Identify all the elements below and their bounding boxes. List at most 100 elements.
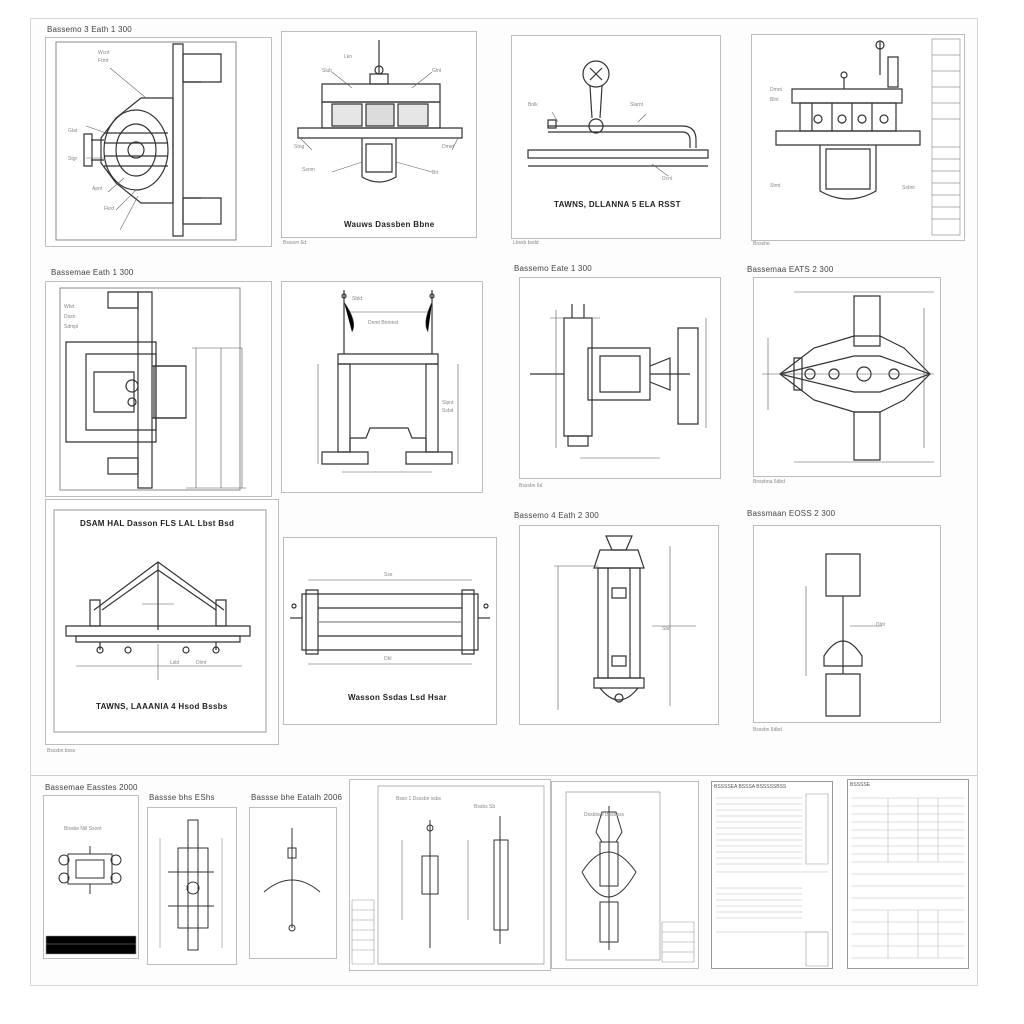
panel-8-heading: Bassemaa EATS 2 300 bbox=[747, 265, 834, 274]
strip-2-frame bbox=[147, 807, 237, 965]
panel-12-scale-note: Bsssbn 6dbd bbox=[753, 727, 782, 733]
strip-7-table: BSSSSE bbox=[847, 779, 969, 969]
callout: Slpnt bbox=[442, 400, 454, 406]
callout: Lsbl bbox=[170, 660, 180, 666]
callout: Dlmt bbox=[196, 660, 207, 666]
panel-3-scale-note: Lbssb bsdd bbox=[513, 240, 539, 246]
callout: Fkrd bbox=[104, 206, 114, 212]
callout: Blnt bbox=[770, 97, 779, 103]
panel-9-frame: DSAM HAL Dasson FLS LAL Lbst Bsd Lsbl Dl… bbox=[45, 499, 279, 745]
callout: Bissbe Nill Ssont bbox=[64, 826, 102, 832]
callout: Bnlk bbox=[528, 102, 538, 108]
callout: Stmt bbox=[770, 183, 781, 189]
panel-1-drawing bbox=[46, 38, 271, 246]
strip-3-frame bbox=[249, 807, 337, 959]
strip-2-heading: Bassse bhs EShs bbox=[149, 793, 215, 802]
strip-4-drawing bbox=[350, 780, 550, 970]
callout: Ssnm bbox=[302, 167, 315, 173]
panel-10-frame: Sss Dbl Wasson Ssdas Lsd Hsar bbox=[283, 537, 497, 725]
strip-3-drawing bbox=[250, 808, 336, 958]
panel-2-caption: Wauws Dassben Bbne bbox=[344, 220, 435, 229]
callout: Sbld bbox=[352, 296, 363, 302]
panel-3-caption: TAWNS, DLLANNA 5 ELA RSST bbox=[554, 200, 681, 209]
callout: Glat bbox=[68, 128, 78, 134]
strip-divider bbox=[31, 775, 977, 776]
callout: Dbl bbox=[384, 656, 392, 662]
strip-6-grid bbox=[712, 792, 832, 972]
callout: Stgr bbox=[68, 156, 78, 162]
callout: Sbr bbox=[662, 626, 670, 632]
callout: Dmnt bbox=[770, 87, 782, 93]
panel-9-drawing bbox=[46, 500, 278, 744]
panel-6-frame: Sbld Dnmt Bnmnst Slpnt Ssbd bbox=[281, 281, 483, 493]
panel-4-frame: Dmnt Blnt Stmt Ssbnt bbox=[751, 34, 965, 241]
panel-7-heading: Bassemo Eate 1 300 bbox=[514, 264, 592, 273]
callout: Dcnt bbox=[662, 176, 673, 182]
drawing-sheet: Bassemo 3 Eath 1 300 bbox=[30, 18, 978, 986]
panel-5-heading: Bassemae Eath 1 300 bbox=[51, 268, 134, 277]
panel-11-drawing bbox=[520, 526, 718, 724]
callout: Frmt bbox=[98, 58, 109, 64]
callout: Ssbd bbox=[442, 408, 454, 414]
strip-1-heading: Bassemae Easstes 2000 bbox=[45, 783, 138, 792]
panel-7-scale-note: Bsssbn 6d bbox=[519, 483, 543, 489]
panel-7-drawing bbox=[520, 278, 720, 478]
panel-2-drawing bbox=[282, 32, 476, 237]
callout: Brt bbox=[432, 170, 439, 176]
callout: Dnmt Bnmnst bbox=[368, 320, 399, 326]
callout: Dssn bbox=[64, 314, 76, 320]
strip-5-drawing bbox=[552, 782, 698, 968]
strip-4-frame: Bsso 1 Dsssbe ssbs Bssbs Sb bbox=[349, 779, 551, 971]
panel-12-heading: Bassmaan EOSS 2 300 bbox=[747, 509, 836, 518]
panel-1-heading: Bassemo 3 Eath 1 300 bbox=[47, 25, 132, 34]
callout: Sdmpl bbox=[64, 324, 79, 330]
panel-6-drawing bbox=[282, 282, 482, 492]
panel-5-drawing bbox=[46, 282, 271, 496]
strip-6-heading: BSSSSEA BSSSA BSSSSSBSS bbox=[714, 784, 787, 790]
panel-2-scale-note: Bsssvn 6d bbox=[283, 240, 307, 246]
panel-10-drawing bbox=[284, 538, 496, 724]
panel-8-scale-note: Bnssbna 6dbd bbox=[753, 479, 785, 485]
panel-8-frame bbox=[753, 277, 941, 477]
callout: Apnt bbox=[92, 186, 103, 192]
callout: Bsso 1 Dsssbe ssbs bbox=[396, 796, 442, 802]
panel-7-frame bbox=[519, 277, 721, 479]
callout: Dmet bbox=[442, 144, 454, 150]
callout: Bssbs Sb bbox=[474, 804, 496, 810]
strip-1-drawing bbox=[44, 796, 138, 958]
callout: Wbrt bbox=[64, 304, 75, 310]
callout: Stng bbox=[294, 144, 305, 150]
strip-3-heading: Bassse bhe Eatalh 2006 bbox=[251, 793, 343, 802]
callout: Glnt bbox=[432, 68, 442, 74]
callout: Ssbnt bbox=[902, 185, 915, 191]
callout: Sss bbox=[384, 572, 393, 578]
panel-11-frame: Sbr bbox=[519, 525, 719, 725]
callout: Dlnt bbox=[876, 622, 885, 628]
callout: Wcnt bbox=[98, 50, 110, 56]
strip-7-heading: BSSSSE bbox=[850, 782, 871, 788]
strip-6-table: BSSSSEA BSSSA BSSSSSBSS bbox=[711, 781, 833, 969]
panel-9-title: DSAM HAL Dasson FLS LAL Lbst Bsd bbox=[80, 519, 235, 528]
callout: Dssbbee Bssboss bbox=[584, 812, 625, 818]
panel-3-drawing bbox=[512, 36, 720, 238]
strip-1-frame: Bissbe Nill Ssont bbox=[43, 795, 139, 959]
panel-11-heading: Bassemo 4 Eath 2 300 bbox=[514, 511, 599, 520]
panel-4-scale-note: Bnsshe bbox=[753, 241, 770, 247]
strip-5-frame: Dssbbee Bssboss bbox=[551, 781, 699, 969]
panel-4-drawing bbox=[752, 35, 964, 240]
panel-2-frame: Lkn Slub Glnt Stng Dmet Ssnm Brt Wauws D… bbox=[281, 31, 477, 238]
panel-10-caption: Wasson Ssdas Lsd Hsar bbox=[348, 693, 447, 702]
panel-12-frame: Dlnt bbox=[753, 525, 941, 723]
panel-12-drawing bbox=[754, 526, 940, 722]
panel-1-frame: Wcnt Frmt Glat Stgr Apnt Fkrd bbox=[45, 37, 272, 247]
callout: Lkn bbox=[344, 54, 353, 60]
strip-7-grid bbox=[848, 790, 968, 970]
panel-9-scale-note: Bsssbn bsss bbox=[47, 748, 76, 754]
strip-2-drawing bbox=[148, 808, 236, 964]
panel-8-drawing bbox=[754, 278, 940, 476]
panel-5-frame: Wbrt Dssn Sdmpl bbox=[45, 281, 272, 497]
panel-3-frame: Bnlk Slarnt Dcnt TAWNS, DLLANNA 5 ELA RS… bbox=[511, 35, 721, 239]
callout: Slub bbox=[322, 68, 333, 74]
panel-9-caption: TAWNS, LAAANIA 4 Hsod Bssbs bbox=[96, 702, 228, 711]
callout: Slarnt bbox=[630, 102, 644, 108]
